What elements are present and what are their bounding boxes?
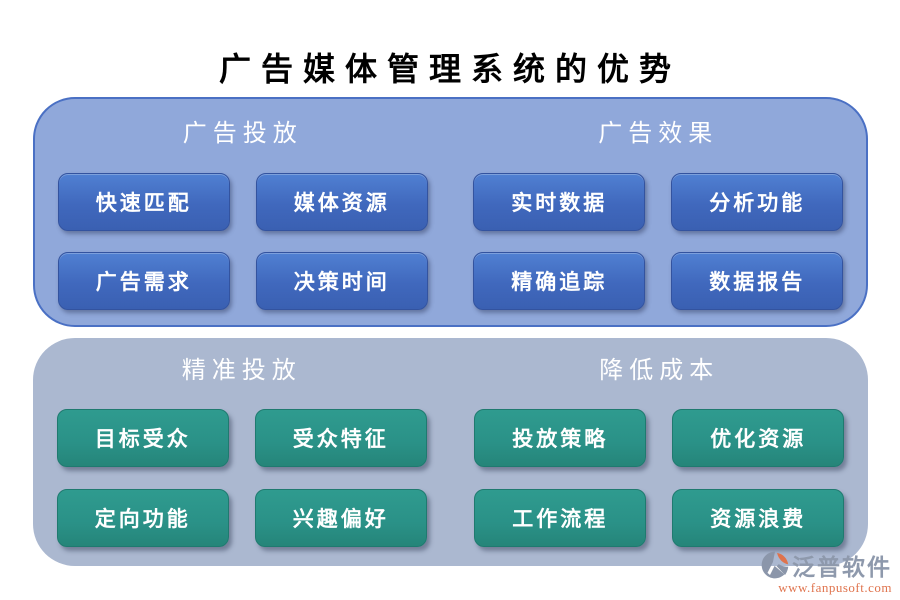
pill-placement-strategy: 投放策略 bbox=[474, 409, 647, 467]
section-cost-reduction: 降低成本 投放策略 优化资源 工作流程 资源浪费 bbox=[451, 338, 869, 566]
pill-target-audience: 目标受众 bbox=[56, 409, 229, 467]
section-ad-effect: 广告效果 实时数据 分析功能 精确追踪 数据报告 bbox=[451, 99, 867, 325]
panel-advertising: 广告投放 快速匹配 媒体资源 广告需求 决策时间 广告效果 实时数据 分析功能 … bbox=[33, 97, 868, 327]
pill-grid-cost-reduction: 投放策略 优化资源 工作流程 资源浪费 bbox=[474, 409, 845, 547]
brand-row: 泛普软件 bbox=[760, 548, 892, 582]
pill-interest-preference: 兴趣偏好 bbox=[254, 489, 427, 547]
pill-realtime-data: 实时数据 bbox=[473, 173, 646, 231]
brand-name: 泛普软件 bbox=[792, 555, 892, 580]
section-precise-placement: 精准投放 目标受众 受众特征 定向功能 兴趣偏好 bbox=[33, 338, 451, 566]
pill-grid-precise-placement: 目标受众 受众特征 定向功能 兴趣偏好 bbox=[56, 409, 427, 547]
pill-audience-traits: 受众特征 bbox=[254, 409, 427, 467]
pill-grid-ad-effect: 实时数据 分析功能 精确追踪 数据报告 bbox=[473, 173, 844, 310]
pill-decision-time: 决策时间 bbox=[255, 252, 428, 310]
pill-ad-demand: 广告需求 bbox=[57, 252, 230, 310]
section-header-cost-reduction: 降低成本 bbox=[599, 358, 720, 384]
pill-fast-match: 快速匹配 bbox=[57, 173, 230, 231]
pill-media-resources: 媒体资源 bbox=[255, 173, 428, 231]
fanpu-swoosh-icon bbox=[761, 551, 789, 579]
pill-data-report: 数据报告 bbox=[671, 252, 844, 310]
brand-logo: 泛普软件 www.fanpusoft.com bbox=[732, 548, 892, 596]
pill-workflow: 工作流程 bbox=[474, 489, 647, 547]
pill-resource-waste: 资源浪费 bbox=[672, 489, 845, 547]
brand-website: www.fanpusoft.com bbox=[778, 580, 892, 595]
section-ad-placement: 广告投放 快速匹配 媒体资源 广告需求 决策时间 bbox=[35, 99, 451, 325]
panel-optimization: 精准投放 目标受众 受众特征 定向功能 兴趣偏好 降低成本 投放策略 优化资源 … bbox=[33, 338, 868, 566]
pill-grid-ad-placement: 快速匹配 媒体资源 广告需求 决策时间 bbox=[57, 173, 428, 310]
page-title: 广告媒体管理系统的优势 bbox=[218, 51, 681, 87]
section-header-ad-effect: 广告效果 bbox=[598, 121, 719, 147]
pill-precise-tracking: 精确追踪 bbox=[473, 252, 646, 310]
section-header-ad-placement: 广告投放 bbox=[182, 121, 303, 147]
pill-targeting-function: 定向功能 bbox=[56, 489, 229, 547]
pill-resource-optimization: 优化资源 bbox=[672, 409, 845, 467]
pill-analysis-function: 分析功能 bbox=[671, 173, 844, 231]
section-header-precise-placement: 精准投放 bbox=[181, 358, 302, 384]
